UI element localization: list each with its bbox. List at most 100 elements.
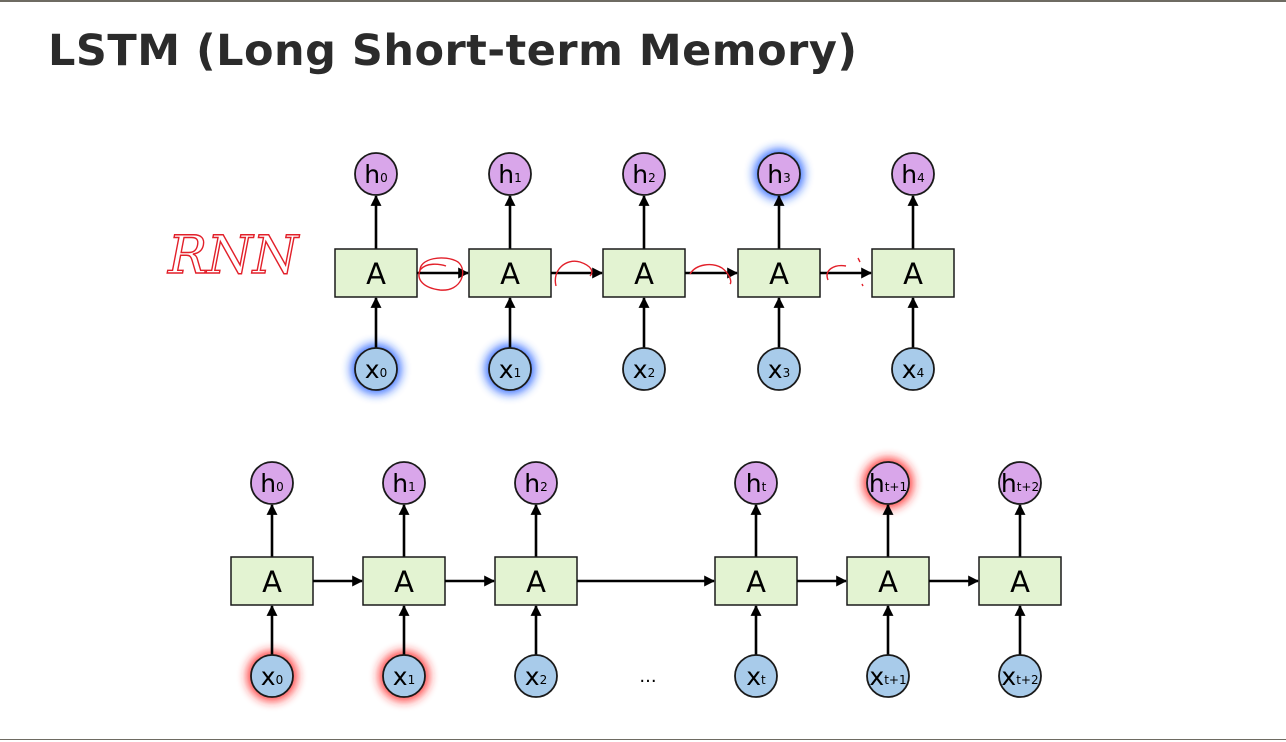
cell-block — [737, 248, 821, 298]
hidden-state-node — [866, 461, 910, 505]
input-label-subscript: 2 — [540, 673, 548, 687]
hidden-state-label-subscript: 1 — [514, 171, 522, 185]
hidden-state-label-letter: h — [498, 160, 514, 189]
hidden-state-label-subscript: 0 — [276, 480, 284, 494]
rnn-recurrence-scribbles — [418, 257, 864, 291]
input-label-letter: x — [365, 355, 380, 384]
cell-label: A — [262, 565, 282, 599]
hidden-state-label-letter: h — [260, 469, 276, 498]
cell-block — [468, 248, 552, 298]
hidden-state-label-letter: h — [632, 160, 648, 189]
input-node — [891, 347, 935, 391]
recurrence-scribble — [826, 264, 847, 281]
hidden-state-label: h1 — [392, 469, 416, 498]
sequence-ellipsis: ... — [639, 666, 656, 687]
cell-label: A — [878, 565, 898, 599]
input-label-letter: x — [499, 355, 514, 384]
hidden-state-node — [514, 461, 558, 505]
input-node — [488, 347, 532, 391]
input-node — [382, 654, 426, 698]
cell-label: A — [366, 257, 386, 291]
input-label: x4 — [902, 355, 924, 384]
hidden-state-label-letter: h — [869, 469, 885, 498]
hidden-state-label-subscript: 4 — [917, 171, 925, 185]
input-label-subscript: 1 — [514, 366, 522, 380]
slide-bottom-border — [0, 739, 1286, 740]
cell-block — [362, 556, 446, 606]
cell-label: A — [1010, 565, 1030, 599]
hidden-state-label-letter: h — [746, 469, 762, 498]
hidden-state-label: ht+1 — [869, 469, 907, 498]
slide-title: LSTM (Long Short-term Memory) — [48, 26, 858, 76]
recurrence-scribble — [554, 260, 593, 287]
input-label-letter: x — [746, 662, 761, 691]
input-label: xt+2 — [1001, 662, 1038, 691]
cell-label: A — [903, 257, 923, 291]
hidden-state-node — [250, 461, 294, 505]
cell-block — [334, 248, 418, 298]
input-label-subscript: 0 — [380, 366, 388, 380]
cell-block — [871, 248, 955, 298]
input-label: x2 — [633, 355, 655, 384]
hidden-state-label-letter: h — [767, 160, 783, 189]
cell-block — [230, 556, 314, 606]
hidden-state-label-subscript: 0 — [380, 171, 388, 185]
hidden-state-label-letter: h — [392, 469, 408, 498]
recurrence-scribble — [689, 263, 732, 285]
input-label-subscript: 0 — [276, 673, 284, 687]
hidden-state-label: h2 — [632, 160, 656, 189]
hidden-state-label: h0 — [260, 469, 284, 498]
hidden-state-node — [382, 461, 426, 505]
hidden-state-label-subscript: t+2 — [1017, 480, 1039, 494]
input-label-subscript: 3 — [783, 366, 791, 380]
input-label-letter: x — [261, 662, 276, 691]
input-label: x0 — [261, 662, 283, 691]
input-label-letter: x — [525, 662, 540, 691]
input-label: x3 — [768, 355, 790, 384]
cell-label: A — [500, 257, 520, 291]
hidden-state-label: h2 — [524, 469, 548, 498]
input-node — [734, 654, 778, 698]
input-label-subscript: t — [761, 673, 766, 687]
cell-label: A — [746, 565, 766, 599]
input-label: xt+1 — [869, 662, 906, 691]
input-node — [998, 654, 1042, 698]
hidden-state-label-subscript: 3 — [783, 171, 791, 185]
input-label: x0 — [365, 355, 387, 384]
hidden-state-label: h3 — [767, 160, 791, 189]
recurrence-scribble — [857, 257, 864, 287]
input-node — [514, 654, 558, 698]
cell-block — [714, 556, 798, 606]
hidden-state-label: ht+2 — [1001, 469, 1039, 498]
hidden-state-label-subscript: t — [762, 480, 767, 494]
hidden-state-node — [622, 152, 666, 196]
input-label: xt — [746, 662, 766, 691]
input-label-letter: x — [633, 355, 648, 384]
hidden-state-node — [488, 152, 532, 196]
input-label-letter: x — [1001, 662, 1016, 691]
hidden-state-label-letter: h — [524, 469, 540, 498]
rnn-handwritten-annotation: RNN — [167, 226, 300, 286]
cell-label: A — [634, 257, 654, 291]
hidden-state-node — [734, 461, 778, 505]
hidden-state-label-letter: h — [364, 160, 380, 189]
hidden-state-label: h4 — [901, 160, 925, 189]
hidden-state-label-letter: h — [901, 160, 917, 189]
hidden-state-node — [998, 461, 1042, 505]
input-label-letter: x — [869, 662, 884, 691]
input-label: x1 — [499, 355, 521, 384]
input-label-subscript: 2 — [648, 366, 656, 380]
input-label-letter: x — [902, 355, 917, 384]
input-label-subscript: t+1 — [884, 673, 906, 687]
hidden-state-node — [891, 152, 935, 196]
cell-label: A — [394, 565, 414, 599]
hidden-state-label-subscript: 1 — [408, 480, 416, 494]
hidden-state-label: h1 — [498, 160, 522, 189]
hidden-state-label-letter: h — [1001, 469, 1017, 498]
input-label-letter: x — [768, 355, 783, 384]
input-node — [866, 654, 910, 698]
input-node — [757, 347, 801, 391]
input-label-subscript: 1 — [408, 673, 416, 687]
